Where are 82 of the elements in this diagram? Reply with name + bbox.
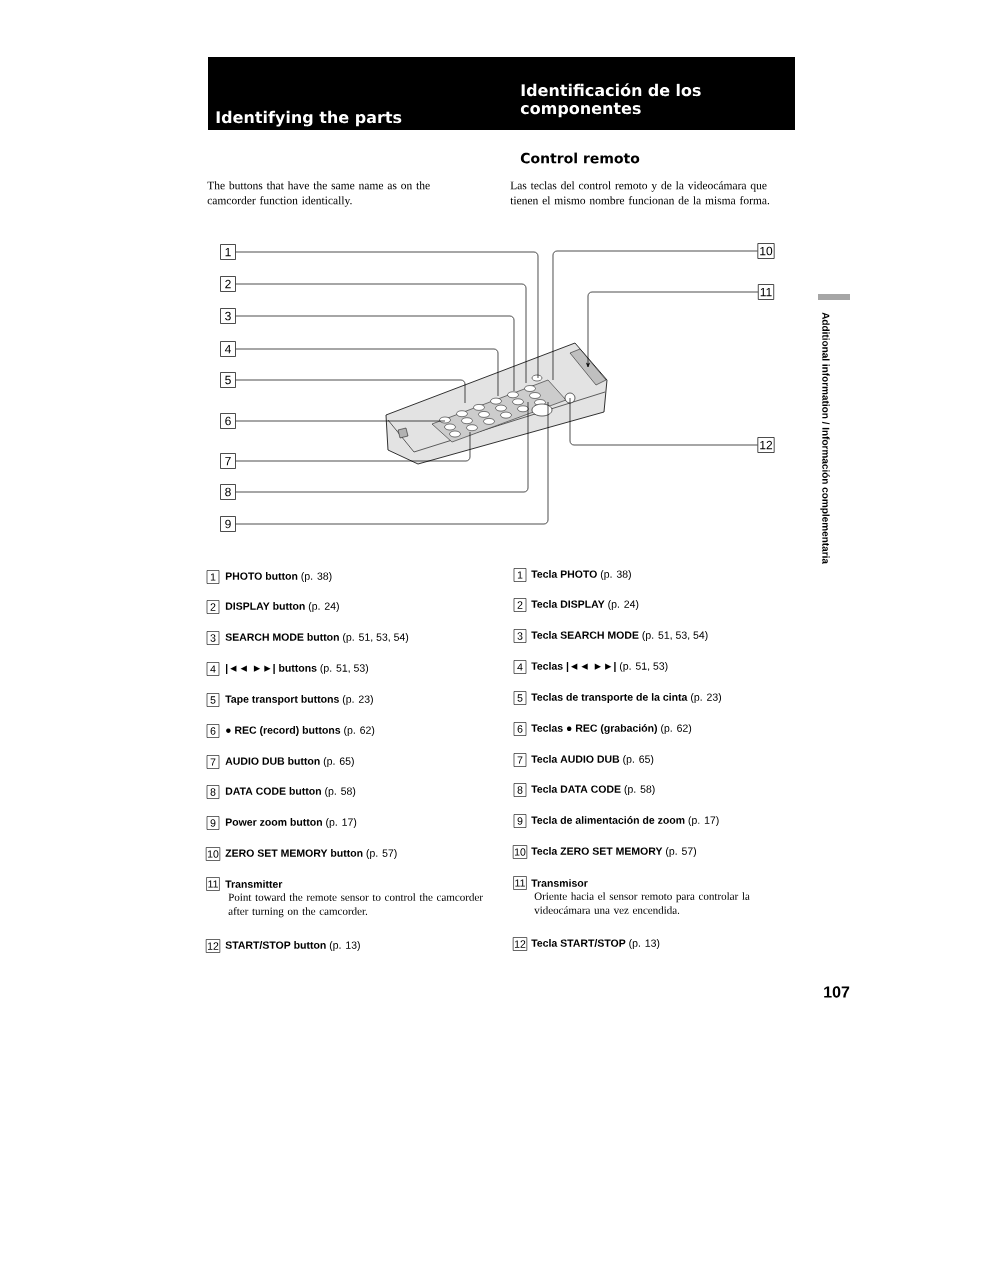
item-text: SEARCH MODE button (p. 51, 53, 54) (225, 633, 409, 643)
item-text: Teclas de transporte de la cinta (p. 23) (531, 693, 722, 703)
item-number: 2 (206, 600, 220, 614)
item-text: Transmisor (531, 879, 588, 887)
item-text: Tape transport buttons (p. 23) (225, 695, 373, 705)
callout-number: 1 (220, 244, 236, 260)
item-text: AUDIO DUB button (p. 65) (225, 757, 354, 767)
item-text: PHOTO button (p. 38) (225, 572, 332, 582)
callout-number: 2 (220, 276, 236, 292)
item-number: 5 (513, 691, 527, 705)
paragraph: The buttons that have the same name as on the camcorder function identically. (207, 181, 430, 207)
callout-number: 8 (220, 484, 236, 500)
item-number: 3 (206, 631, 220, 645)
item-number: 1 (206, 570, 220, 584)
item-text: Tecla DATA CODE (p. 58) (531, 785, 655, 795)
item-number: 2 (513, 598, 527, 612)
leader-line (235, 348, 499, 397)
leader-line (235, 315, 515, 392)
item-number: 11 (513, 876, 527, 890)
heading: Identificación de los componentes (520, 83, 701, 118)
subheading: Control remoto (520, 152, 640, 164)
item-text: Tecla START/STOP (p. 13) (531, 939, 660, 949)
item-number: 4 (513, 660, 527, 674)
paragraph: Las teclas del control remoto y de la videocámara que tienen el mismo nombre funcionan de la misma forma. (510, 181, 770, 205)
leader-line (235, 379, 466, 404)
item-number: 7 (206, 755, 220, 769)
item-text: Tecla AUDIO DUB (p. 65) (531, 755, 654, 765)
leader-line (552, 250, 758, 381)
item-text: Power zoom button (p. 17) (225, 818, 357, 828)
item-text: ● REC (record) buttons (p. 62) (226, 726, 375, 736)
leader-line (235, 420, 446, 422)
item-number: 12 (512, 937, 528, 951)
item-number: 10 (205, 847, 221, 861)
item-text: DATA CODE button (p. 58) (225, 787, 356, 797)
item-text: Tecla ZERO SET MEMORY (p. 57) (531, 847, 697, 857)
item-number: 10 (512, 845, 528, 859)
item-text: Tecla DISPLAY (p. 24) (531, 600, 639, 610)
item-text: Teclas ● REC (grabación) (p. 62) (531, 724, 692, 734)
callout-number: 6 (220, 413, 236, 429)
item-number: 9 (206, 816, 220, 830)
item-number: 4 (206, 662, 220, 676)
item-number: 6 (206, 724, 220, 738)
leader-line (235, 401, 529, 493)
page-number: 107 (824, 986, 850, 998)
item-number: 6 (513, 722, 527, 736)
item-description: Point toward the remote sensor to control the camcorder after turning on the camcorder. (228, 893, 483, 918)
item-text: Transmitter (225, 880, 283, 888)
item-number: 1 (513, 568, 527, 582)
leader-line (235, 283, 527, 384)
callout-number: 7 (220, 453, 236, 469)
item-text: Tecla PHOTO (p. 38) (531, 570, 631, 580)
item-text: START/STOP button (p. 13) (225, 941, 360, 951)
item-number: 7 (513, 753, 527, 767)
callout-number: 4 (220, 341, 236, 357)
callout-number: 12 (757, 437, 775, 453)
callout-number: 11 (757, 284, 775, 300)
item-text: Teclas |◄◄ ►►| (p. 51, 53) (531, 662, 668, 672)
item-text: DISPLAY button (p. 24) (225, 602, 339, 612)
callout-number: 10 (757, 243, 775, 259)
leader-line (235, 431, 471, 462)
item-number: 3 (513, 629, 527, 643)
item-text: Tecla de alimentación de zoom (p. 17) (531, 816, 719, 826)
item-number: 9 (513, 814, 527, 828)
callout-number: 9 (220, 516, 236, 532)
item-text: |◄◄ ►►| buttons (p. 51, 53) (226, 664, 369, 674)
item-description: Oriente hacia el sensor remoto para controlar la videocámara una vez encendida. (534, 892, 750, 914)
callout-number: 5 (220, 372, 236, 388)
item-number: 8 (206, 785, 220, 799)
leader-line (586, 291, 759, 368)
picture (385, 342, 608, 465)
leader-line (569, 397, 758, 446)
item-text: ZERO SET MEMORY button (p. 57) (225, 849, 397, 859)
item-number: 11 (206, 877, 220, 891)
item-number: 12 (205, 939, 221, 953)
item-number: 5 (206, 693, 220, 707)
item-text: Tecla SEARCH MODE (p. 51, 53, 54) (531, 631, 708, 641)
callout-number: 3 (220, 308, 236, 324)
item-number: 8 (513, 783, 527, 797)
leader-line (235, 251, 539, 379)
side-tab-text: Additional information / Información complementaria (820, 312, 830, 564)
heading: Identifying the parts (216, 110, 402, 127)
leader-line (235, 401, 549, 525)
